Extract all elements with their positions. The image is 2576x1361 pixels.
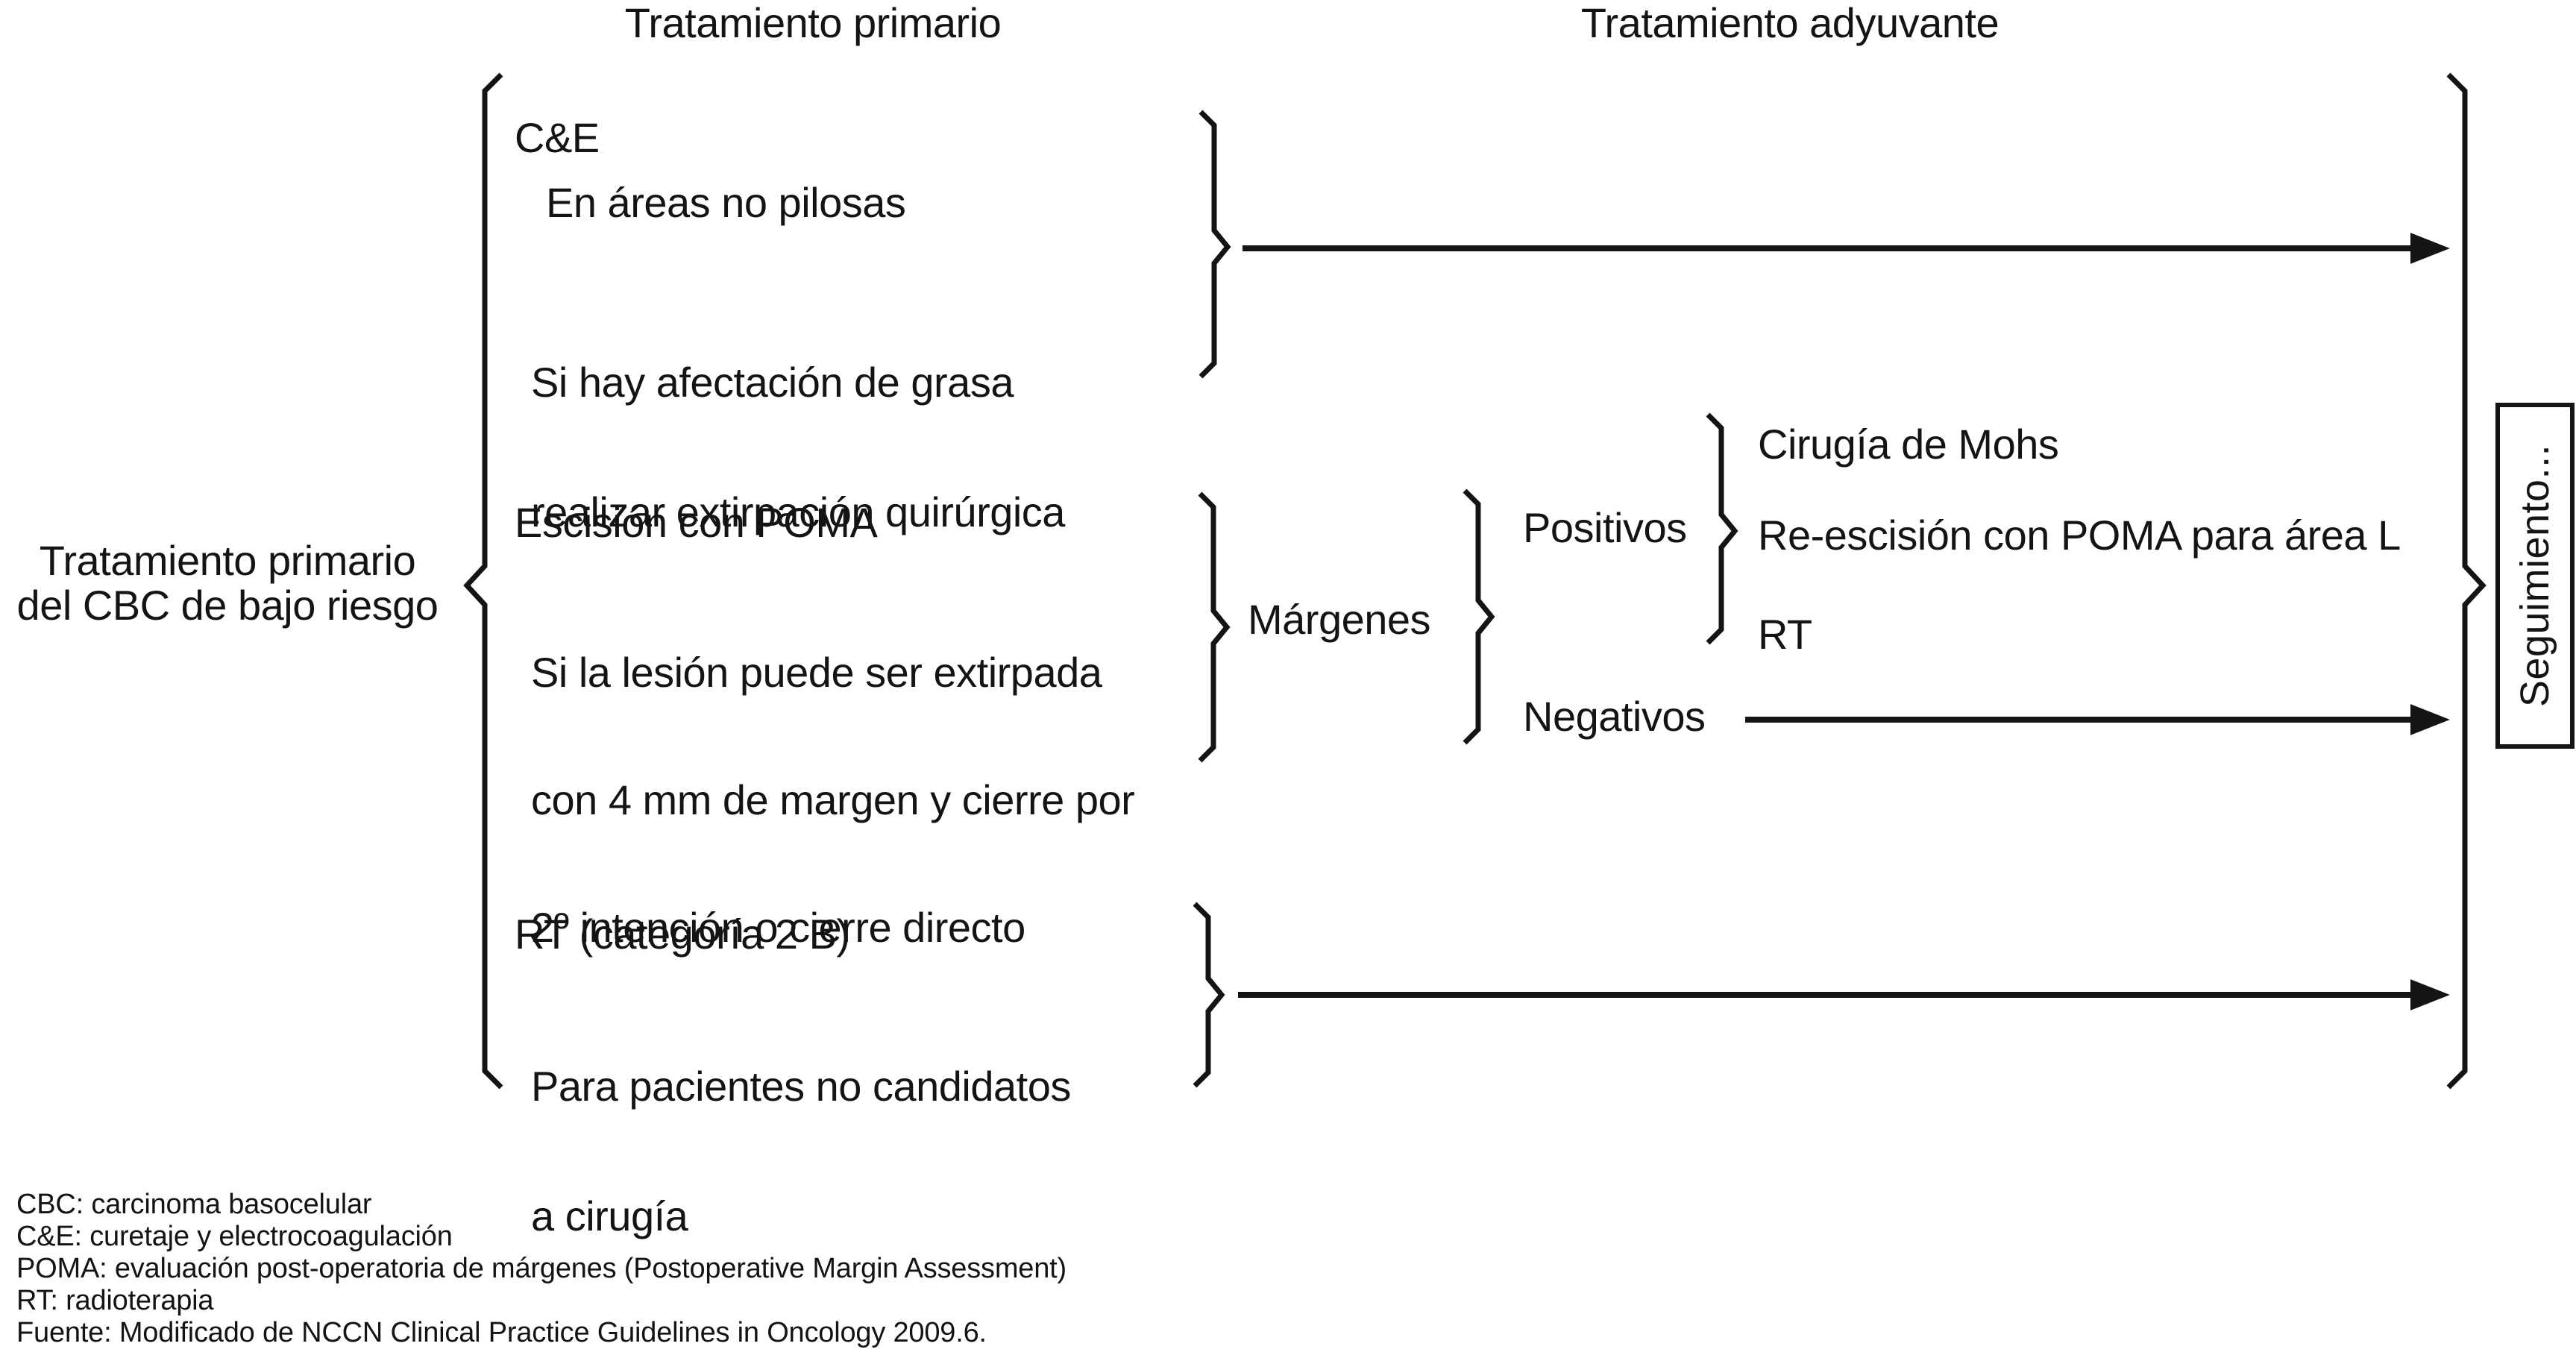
followup-label: Seguimiento...: [2513, 444, 2558, 708]
rt-arrow-head: [2410, 979, 2450, 1010]
escision-branch-detail: Si la lesión puede ser extirpada con 4 m…: [531, 566, 1135, 1034]
root-node-label: Tratamiento primario del CBC de bajo rie…: [4, 538, 451, 628]
column-header-primary-treatment: Tratamiento primario: [624, 0, 1002, 46]
rt-brace: [1193, 902, 1225, 1088]
escision-branch-title: Escisión con POMA: [515, 499, 878, 546]
escision-detail-line1: Si la lesión puede ser extirpada: [531, 649, 1102, 696]
followup-box: Seguimiento...: [2495, 403, 2575, 749]
root-node-label-line2: del CBC de bajo riesgo: [16, 582, 439, 629]
followup-brace: [2446, 72, 2487, 1090]
escision-detail-line2: con 4 mm de margen y cierre por: [531, 776, 1135, 823]
ce-branch-title: C&E: [515, 114, 600, 161]
positive-option-reescision: Re-escisión con POMA para área L: [1758, 512, 2401, 559]
ce-branch-option2: Si hay afectación de grasa realizar exti…: [531, 274, 1065, 620]
ce-branch-option1: En áreas no pilosas: [546, 179, 906, 226]
rt-branch-title: RT (categoría 2 B): [515, 911, 850, 958]
ce-arrow-head: [2410, 233, 2450, 264]
footnote-rt: RT: radioterapia: [16, 1285, 214, 1316]
escision-detail-line3: 2º intención o cierre directo: [531, 904, 1025, 951]
positivos-brace: [1706, 412, 1738, 645]
rt-branch-detail: Para pacientes no candidatos a cirugía: [531, 978, 1071, 1324]
rt-detail-line1: Para pacientes no candidatos: [531, 1063, 1071, 1110]
positive-option-rt: RT: [1758, 611, 1812, 658]
ce-brace: [1199, 110, 1231, 379]
positive-option-mohs: Cirugía de Mohs: [1758, 421, 2059, 468]
ce-branch-option2-line2: realizar extirpación quirúrgica: [531, 488, 1065, 535]
footnote-poma: POMA: evaluación post-operatoria de márg…: [16, 1253, 1066, 1284]
margenes-brace: [1463, 488, 1495, 745]
root-node-label-line1: Tratamiento primario: [39, 537, 416, 584]
escision-brace: [1198, 491, 1231, 763]
footnote-cbc: CBC: carcinoma basocelular: [16, 1189, 372, 1220]
positivos-label: Positivos: [1523, 504, 1687, 551]
footnotes-block: CBC: carcinoma basocelular C&E: curetaje…: [16, 1189, 1066, 1349]
negativos-label: Negativos: [1523, 693, 1706, 740]
negativos-arrow-head: [2410, 704, 2450, 735]
footnote-ce: C&E: curetaje y electrocoagulación: [16, 1221, 453, 1252]
ce-branch-option2-line1: Si hay afectación de grasa: [531, 359, 1014, 406]
column-header-adjuvant-treatment: Tratamiento adyuvante: [1580, 0, 1999, 46]
rt-detail-line2: a cirugía: [531, 1192, 688, 1239]
footnote-source: Fuente: Modificado de NCCN Clinical Prac…: [16, 1317, 987, 1348]
margenes-label: Márgenes: [1248, 596, 1431, 643]
root-brace: [463, 72, 503, 1090]
